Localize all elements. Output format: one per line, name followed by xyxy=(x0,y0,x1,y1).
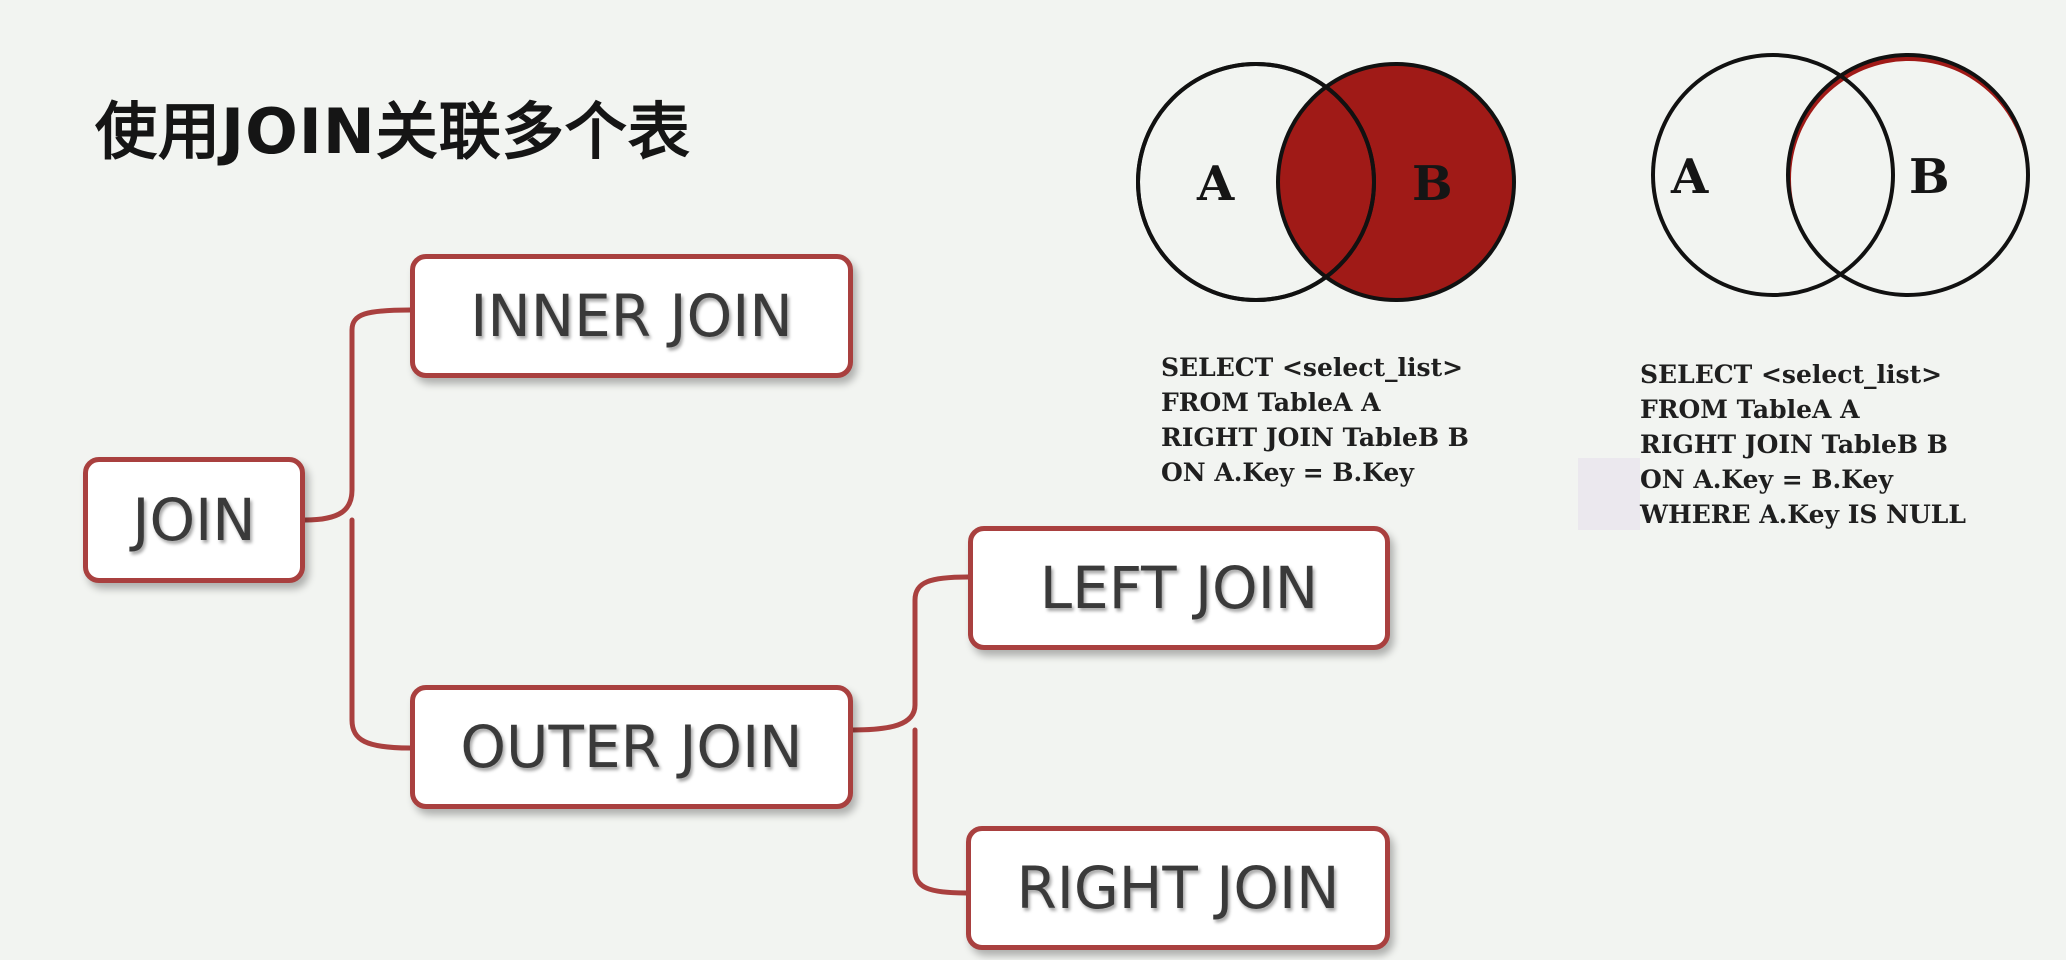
sql-line: FROM TableA A xyxy=(1640,395,1860,424)
venn-label-a: A xyxy=(1196,156,1235,212)
node-right-join: RIGHT JOIN xyxy=(966,826,1390,950)
node-inner-join: INNER JOIN xyxy=(410,254,853,378)
venn-diagram-right-join: A B xyxy=(1136,62,1516,302)
sql-line: SELECT <select_list> xyxy=(1161,353,1464,382)
slide-title: 使用JOIN关联多个表 xyxy=(95,95,691,168)
sql-line: ON A.Key = B.Key xyxy=(1161,458,1414,487)
connector-outer-branch-lower xyxy=(912,727,969,896)
venn-label-b: B xyxy=(1412,156,1453,212)
sql-line: WHERE A.Key IS NULL xyxy=(1640,500,1966,529)
sql-snippet-1: SELECT <select_list> FROM TableA A RIGHT… xyxy=(1161,350,1469,490)
venn-circle-b xyxy=(1276,62,1516,302)
venn-circle-a xyxy=(1651,53,1895,297)
sql-snippet-2: SELECT <select_list> FROM TableA A RIGHT… xyxy=(1640,357,1966,532)
connector-outer-branch xyxy=(850,574,971,733)
venn-label-a: A xyxy=(1670,149,1709,205)
sql-line: RIGHT JOIN TableB B xyxy=(1161,423,1469,452)
sql-line: FROM TableA A xyxy=(1161,388,1381,417)
connector-join-branch-lower xyxy=(349,517,413,751)
sql-line: RIGHT JOIN TableB B xyxy=(1640,430,1948,459)
faint-highlight-box xyxy=(1578,458,1640,530)
venn-diagram-right-excluding: A B xyxy=(1651,53,2030,297)
connector-join-branch xyxy=(302,307,413,523)
node-left-join: LEFT JOIN xyxy=(968,526,1390,650)
sql-line: SELECT <select_list> xyxy=(1640,360,1943,389)
node-join: JOIN xyxy=(83,457,305,583)
sql-line: ON A.Key = B.Key xyxy=(1640,465,1893,494)
node-outer-join: OUTER JOIN xyxy=(410,685,853,809)
venn-label-b: B xyxy=(1909,149,1950,205)
